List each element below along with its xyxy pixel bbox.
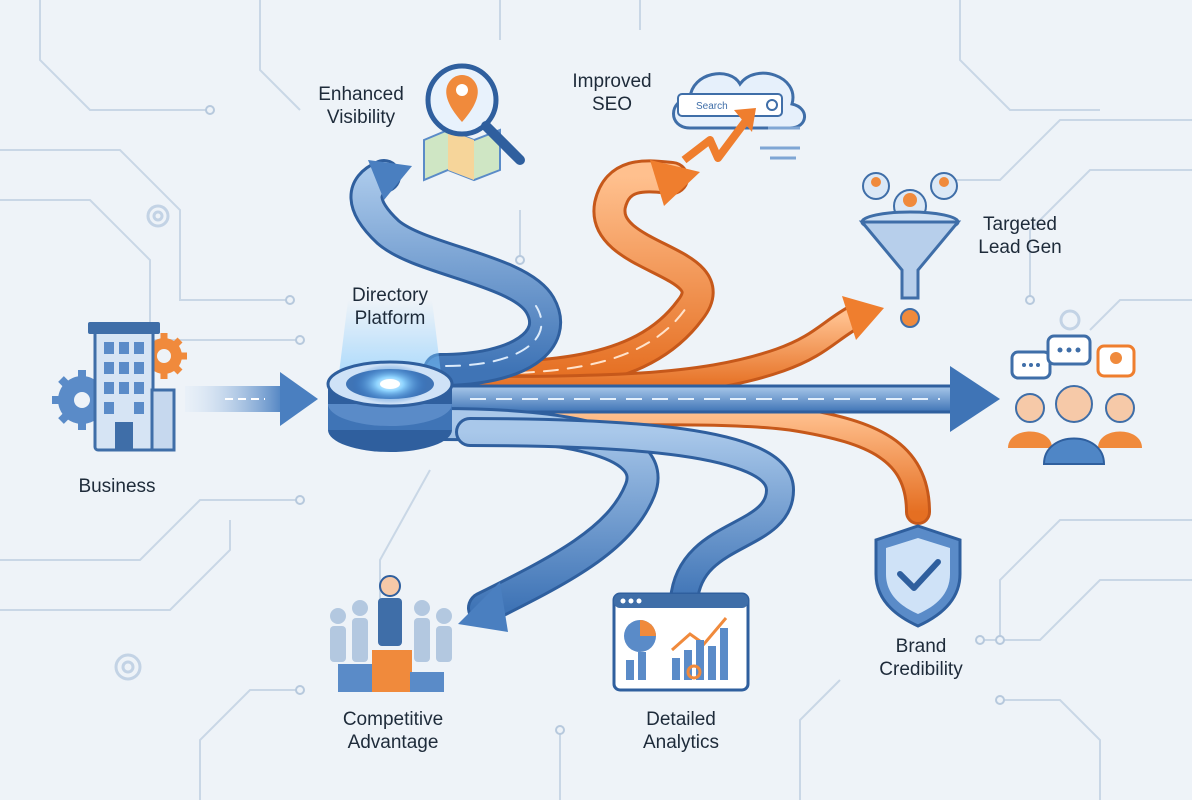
- label-enhanced-visibility: Enhanced Visibility: [318, 84, 404, 128]
- orange-arrowhead-lead: [842, 296, 884, 340]
- blue-arrowhead-visibility: [368, 160, 412, 200]
- search-box-text: Search: [696, 101, 728, 112]
- gear-outline-icon: [114, 204, 1081, 681]
- blue-arrowhead-main: [950, 366, 1000, 432]
- label-competitive-advantage: Competitive Advantage: [342, 709, 444, 753]
- incoming-arrow: [185, 372, 318, 426]
- label-brand-credibility: Brand Credibility: [879, 636, 963, 680]
- map-magnifier-icon: [423, 63, 525, 182]
- orange-arrowhead-seo: [650, 160, 700, 206]
- label-detailed-analytics: Detailed Analytics: [642, 709, 720, 753]
- circuit-nodes: [205, 105, 1035, 735]
- dashboard-icon: [612, 592, 750, 692]
- funnel-icon: [858, 172, 962, 328]
- blue-ribbon-advantage: [423, 407, 660, 625]
- blue-ribbon-visibility: [349, 159, 562, 387]
- label-targeted-lead-gen: Targeted Lead Gen: [978, 214, 1062, 258]
- label-business: Business: [78, 476, 156, 497]
- label-directory-platform: Directory Platform: [351, 285, 428, 329]
- podium-icon: [330, 575, 452, 692]
- blue-arrowhead-advantage: [458, 582, 508, 632]
- building-gears-icon: [52, 322, 187, 452]
- cloud-search-icon: [672, 71, 806, 164]
- blue-ribbon-analytics: [455, 417, 795, 615]
- label-improved-seo: Improved SEO: [572, 71, 652, 115]
- directory-hub-icon: [326, 300, 454, 452]
- audience-chat-icon: [1008, 334, 1142, 465]
- blue-ribbon-main: [438, 384, 962, 414]
- shield-check-icon: [874, 524, 962, 628]
